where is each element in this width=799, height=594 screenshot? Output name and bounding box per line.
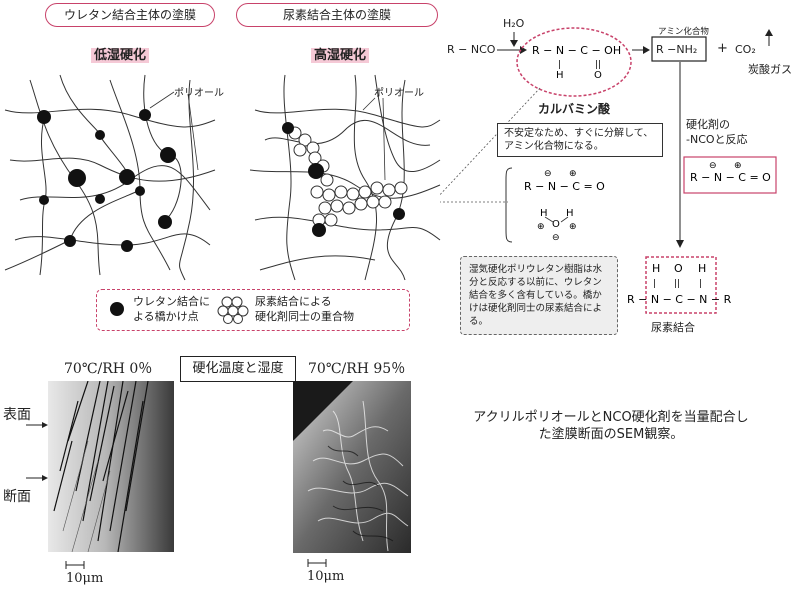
polyol-label-low: ポリオール xyxy=(174,88,224,99)
label-section: 断面 xyxy=(3,489,31,505)
amine-formula: R −NH₂ xyxy=(656,43,698,56)
sem-caption-line2: た塗膜断面のSEM観察。 xyxy=(538,427,684,442)
sem-image-low-humidity xyxy=(48,381,174,552)
network-legend: ウレタン結合に よる橋かけ点 尿素結合による 硬化剤同士の重合物 xyxy=(96,289,410,331)
polyol-label-high: ポリオール xyxy=(374,88,424,99)
title-low-humidity: 低湿硬化 xyxy=(70,44,170,63)
scale-label-right: 10μm xyxy=(307,569,345,584)
title-high-humidity-text: 高湿硬化 xyxy=(310,48,369,63)
svg-text:R − N − C − N − R: R − N − C − N − R xyxy=(627,293,732,306)
svg-text:||: || xyxy=(595,60,601,70)
svg-text:⊕: ⊕ xyxy=(569,222,577,232)
condition-left: 70℃/RH 0％ xyxy=(64,361,153,377)
label-surface: 表面 xyxy=(3,407,31,423)
svg-text:H: H xyxy=(566,208,574,219)
scale-bar-left xyxy=(65,561,85,569)
urethane-crosslink-icon xyxy=(110,302,124,316)
svg-text:R − N − C = O: R − N − C = O xyxy=(690,171,771,184)
svg-text:⊕: ⊕ xyxy=(569,169,577,179)
water-label: H₂O xyxy=(503,17,525,30)
svg-text:⊖: ⊖ xyxy=(552,233,560,243)
hardener-label-line2: -NCOと反応 xyxy=(686,133,748,146)
svg-text:|: | xyxy=(699,279,702,289)
svg-text:||: || xyxy=(674,279,680,289)
svg-text:O: O xyxy=(594,70,602,81)
cure-condition-box: 硬化温度と湿度 xyxy=(180,356,296,382)
svg-text:⊕: ⊕ xyxy=(734,161,742,171)
svg-text:|: | xyxy=(558,60,561,70)
svg-text:|: | xyxy=(653,279,656,289)
svg-text:R − N − C = O: R − N − C = O xyxy=(524,180,605,193)
urea-bond-label: 尿素結合 xyxy=(651,321,695,334)
co2-formula: CO₂ xyxy=(735,43,756,56)
pill-urea-film: 尿素結合主体の塗膜 xyxy=(236,3,438,27)
sem-image-high-humidity xyxy=(293,381,411,553)
title-low-humidity-text: 低湿硬化 xyxy=(90,48,149,63)
legend-urea-line2: 硬化剤同士の重合物 xyxy=(255,310,354,323)
pill-urethane-film: ウレタン結合主体の塗膜 xyxy=(45,3,215,27)
legend-urea-line1: 尿素結合による xyxy=(255,295,332,308)
svg-text:O: O xyxy=(674,262,683,275)
hardener-label-line1: 硬化剤の xyxy=(686,118,730,131)
svg-text:⊖: ⊖ xyxy=(709,161,717,171)
sem-caption: アクリルポリオールとNCO硬化剤を当量配合し た塗膜断面のSEM観察。 xyxy=(446,409,776,443)
legend-urethane-line2: よる橋かけ点 xyxy=(133,310,199,323)
svg-text:H: H xyxy=(698,262,706,275)
carbamic-acid-label: カルバミン酸 xyxy=(538,102,611,116)
svg-text:H: H xyxy=(540,208,548,219)
condition-right: 70℃/RH 95％ xyxy=(308,361,406,377)
svg-text:⊖: ⊖ xyxy=(544,169,552,179)
scale-bar-right xyxy=(307,559,327,567)
sem-caption-line1: アクリルポリオールとNCO硬化剤を当量配合し xyxy=(473,410,749,425)
title-high-humidity: 高湿硬化 xyxy=(290,44,390,63)
svg-text:R − N − C − OH: R − N − C − OH xyxy=(532,44,621,57)
svg-text:H: H xyxy=(652,262,660,275)
network-diagram-high xyxy=(249,74,441,281)
reaction-scheme: R − N − C − OH | || H O R − N − C = O ⊖ … xyxy=(440,27,777,314)
co2-label: 炭酸ガス xyxy=(748,63,792,76)
amine-label: アミン化合物 xyxy=(658,27,709,37)
moisture-cure-note: 湿気硬化ポリウレタン樹脂は水分と反応する以前に、ウレタン結合を多く含有している。… xyxy=(460,256,618,335)
legend-urethane-line1: ウレタン結合に xyxy=(133,295,210,308)
plus-sign: + xyxy=(717,41,728,56)
reagent-formula: R − NCO xyxy=(447,43,496,56)
network-diagram-low xyxy=(4,74,216,281)
urea-polymer-icon xyxy=(217,296,249,324)
svg-text:H: H xyxy=(556,70,564,81)
side-arrows xyxy=(26,422,48,481)
svg-text:⊕: ⊕ xyxy=(537,222,545,232)
svg-text:O: O xyxy=(552,219,560,230)
carbamic-note: 不安定なため、すぐに分解して、アミン化合物になる。 xyxy=(497,123,663,157)
scale-label-left: 10μm xyxy=(66,571,104,586)
